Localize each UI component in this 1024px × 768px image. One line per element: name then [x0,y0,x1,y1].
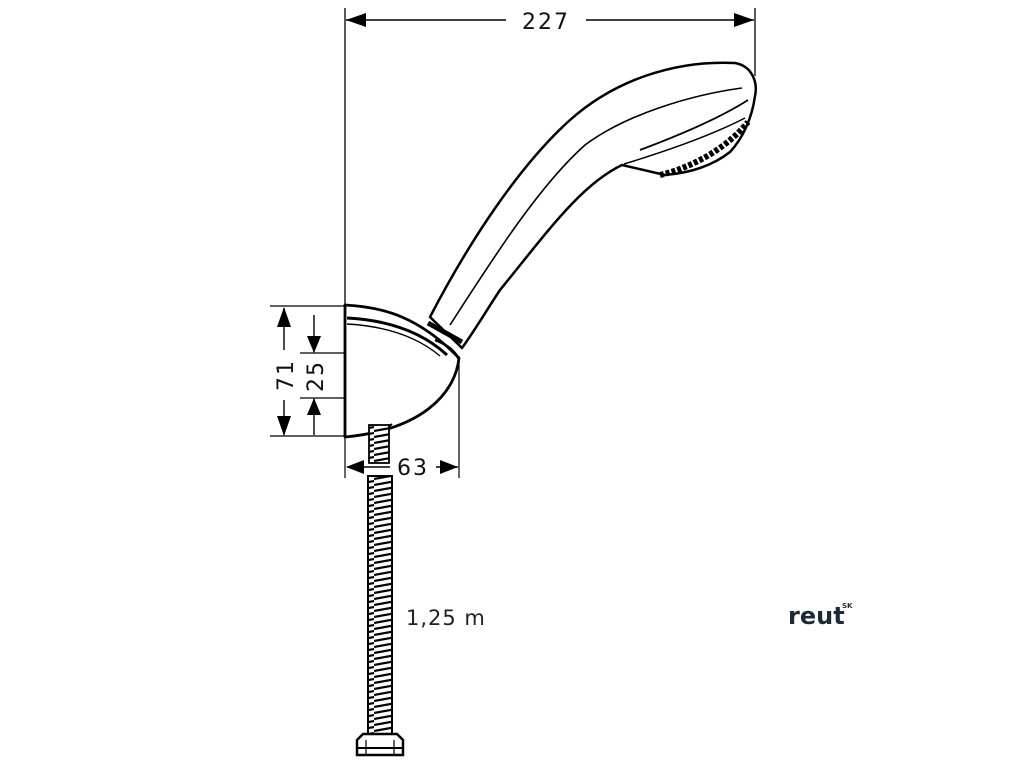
brand-suffix: SK [842,602,853,610]
brand-logo: reut SK [788,602,853,630]
dimension-holder-inner: 25 [300,315,345,435]
dimension-holder-depth-label: 63 [397,456,429,481]
dimension-total-width-label: 227 [522,10,570,35]
hose-length-label: 1,25 m [406,606,486,630]
hand-shower [426,61,757,350]
dimension-holder-height: 71 [270,305,345,437]
shower-hose [355,423,405,757]
dimension-holder-inner-label: 25 [304,360,329,392]
brand-name: reut [788,602,845,630]
dimension-total-width: 227 [344,8,756,308]
hose-nut [355,732,405,757]
dimension-holder-height-label: 71 [274,359,299,391]
dimension-holder-depth: 63 [344,360,460,481]
wall-holder [343,303,461,439]
